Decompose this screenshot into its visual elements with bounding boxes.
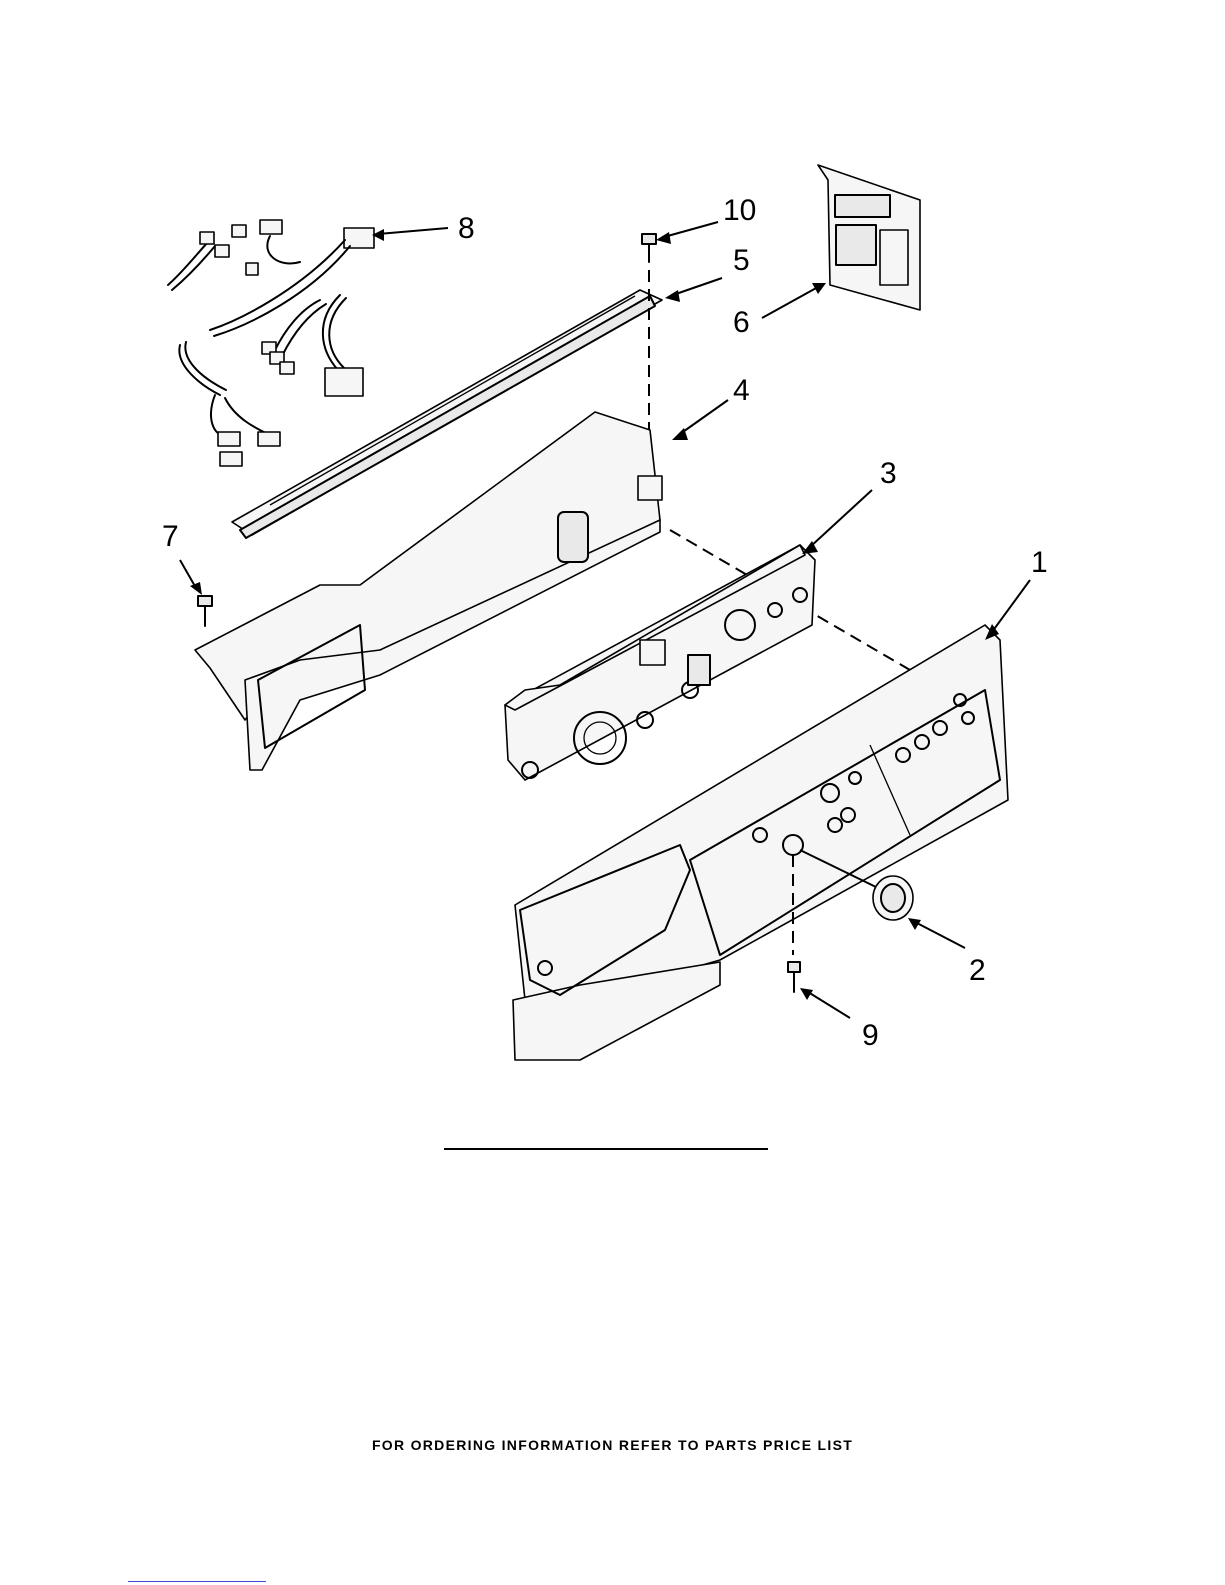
callout-3: 3 [880, 457, 897, 490]
callout-9: 9 [862, 1019, 879, 1052]
callout-2: 2 [969, 954, 986, 987]
callout-1: 1 [1031, 546, 1048, 579]
console-bracket-part [195, 400, 728, 770]
callout-5: 5 [733, 244, 750, 277]
screw-7-part [180, 560, 212, 626]
control-board-part [762, 165, 920, 318]
callout-4: 4 [733, 374, 750, 407]
callout-10: 10 [723, 194, 756, 227]
bottom-link-underline [128, 1581, 266, 1582]
callout-7: 7 [162, 520, 179, 553]
console-panel-part [513, 580, 1030, 1060]
callout-6: 6 [733, 306, 750, 339]
callout-8: 8 [458, 212, 475, 245]
title-rule [444, 1148, 768, 1150]
screw-10-part [642, 222, 718, 440]
footer-note: FOR ORDERING INFORMATION REFER TO PARTS … [0, 1437, 1225, 1453]
